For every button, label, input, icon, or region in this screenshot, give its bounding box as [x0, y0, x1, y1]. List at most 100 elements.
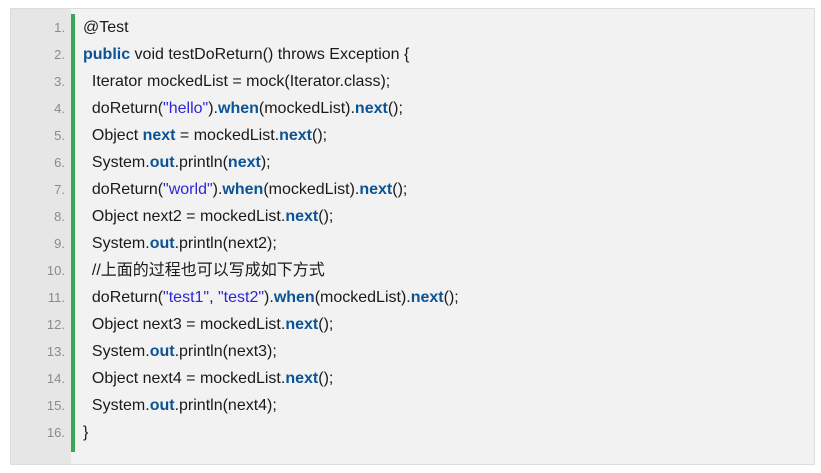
code-token: Iterator mockedList = mock(Iterator.clas… [83, 73, 391, 90]
code-lines: 1. @Test 2. public void testDoReturn() thro… [11, 14, 814, 446]
code-line: 14. Object next4 = mockedList.next(); [11, 365, 814, 392]
code-text: System.out.println(next); [83, 149, 271, 176]
code-keyword: next [285, 316, 319, 333]
line-number: 12. [46, 317, 65, 332]
line-number: 3. [54, 74, 65, 89]
code-line: 13. System.out.println(next3); [11, 338, 814, 365]
line-number: 9. [54, 236, 65, 251]
code-token: ); [260, 154, 271, 171]
code-keyword: public [83, 46, 131, 63]
code-keyword: out [149, 397, 175, 414]
code-token: System. [83, 343, 150, 360]
line-number: 4. [54, 101, 65, 116]
code-token: .println(next3); [174, 343, 277, 360]
code-token: doReturn( [83, 100, 164, 117]
code-line: 5. Object next = mockedList.next(); [11, 122, 814, 149]
code-token: , [209, 289, 218, 306]
line-number: 5. [54, 128, 65, 143]
code-keyword: next [285, 370, 319, 387]
code-token: doReturn( [83, 181, 164, 198]
code-text: Object next2 = mockedList.next(); [83, 203, 333, 230]
code-token: (mockedList). [263, 181, 360, 198]
code-token: (); [443, 289, 459, 306]
code-token: Object next2 = mockedList. [83, 208, 286, 225]
code-keyword: next [359, 181, 393, 198]
code-token: (); [392, 181, 408, 198]
code-token: ). [264, 289, 274, 306]
line-number: 8. [54, 209, 65, 224]
code-text: } [83, 419, 88, 446]
code-text: Iterator mockedList = mock(Iterator.clas… [83, 68, 390, 95]
code-line: 2. public void testDoReturn() throws Exce… [11, 41, 814, 68]
code-string: "test2" [217, 289, 265, 306]
code-token: System. [83, 154, 150, 171]
code-text: @Test [83, 14, 129, 41]
code-keyword: out [149, 343, 175, 360]
code-token: } [83, 424, 89, 441]
code-token: (); [312, 127, 328, 144]
code-line: 15. System.out.println(next4); [11, 392, 814, 419]
line-number: 14. [46, 371, 65, 386]
code-line: 7. doReturn("world").when(mockedList).ne… [11, 176, 814, 203]
code-token: (); [318, 370, 334, 387]
code-line: 3. Iterator mockedList = mock(Iterator.c… [11, 68, 814, 95]
code-token: (mockedList). [314, 289, 411, 306]
code-token: System. [83, 235, 150, 252]
code-token: System. [83, 397, 150, 414]
code-line: 11. doReturn("test1", "test2").when(mock… [11, 284, 814, 311]
code-text: doReturn("test1", "test2").when(mockedLi… [83, 284, 459, 311]
code-line: 4. doReturn("hello").when(mockedList).ne… [11, 95, 814, 122]
line-number: 11. [47, 290, 65, 305]
code-line: 8. Object next2 = mockedList.next(); [11, 203, 814, 230]
line-number: 16. [46, 425, 65, 440]
code-string: "world" [163, 181, 213, 198]
code-token: (); [387, 100, 403, 117]
code-token: void testDoReturn() throws Exception { [130, 46, 410, 63]
code-keyword: out [149, 235, 175, 252]
code-token: Object next4 = mockedList. [83, 370, 286, 387]
code-text: public void testDoReturn() throws Except… [83, 41, 409, 68]
code-text: System.out.println(next2); [83, 230, 277, 257]
code-block: 1. @Test 2. public void testDoReturn() thro… [10, 8, 815, 465]
line-number: 7. [54, 182, 65, 197]
code-line: 12. Object next3 = mockedList.next(); [11, 311, 814, 338]
code-text: doReturn("world").when(mockedList).next(… [83, 176, 407, 203]
code-keyword: out [149, 154, 175, 171]
code-text: Object next3 = mockedList.next(); [83, 311, 333, 338]
line-number: 10. [46, 263, 65, 278]
code-string: "hello" [163, 100, 209, 117]
code-keyword: when [222, 181, 264, 198]
code-token: (); [318, 208, 334, 225]
code-token: (); [318, 316, 334, 333]
code-token: Object [83, 127, 143, 144]
code-keyword: next [410, 289, 444, 306]
code-line: 6. System.out.println(next); [11, 149, 814, 176]
code-keyword: next [279, 127, 312, 144]
code-text: doReturn("hello").when(mockedList).next(… [83, 95, 403, 122]
code-string: "test1" [163, 289, 210, 306]
line-number: 1. [54, 20, 65, 35]
code-line: 16.} [11, 419, 814, 446]
line-number-gutter [11, 9, 71, 464]
code-token: .println(next2); [174, 235, 277, 252]
code-text: System.out.println(next4); [83, 392, 277, 419]
code-text: //上面的过程也可以写成如下方式 [83, 257, 325, 284]
code-token: .println( [174, 154, 228, 171]
code-token: = mockedList. [175, 127, 280, 144]
code-text: Object next4 = mockedList.next(); [83, 365, 333, 392]
code-token: //上面的过程也可以写成如下方式 [83, 262, 325, 279]
code-line: 9. System.out.println(next2); [11, 230, 814, 257]
code-token: (mockedList). [258, 100, 355, 117]
code-keyword: next [354, 100, 388, 117]
code-token: doReturn( [83, 289, 164, 306]
code-line: 10. //上面的过程也可以写成如下方式 [11, 257, 814, 284]
code-text: System.out.println(next3); [83, 338, 277, 365]
gutter-accent-bar [71, 14, 75, 452]
code-keyword: next [285, 208, 319, 225]
code-token: ). [212, 181, 223, 198]
code-keyword: when [218, 100, 259, 117]
code-line: 1. @Test [11, 14, 814, 41]
code-keyword: next [227, 154, 261, 171]
line-number: 2. [54, 47, 65, 62]
line-number: 15. [46, 398, 65, 413]
